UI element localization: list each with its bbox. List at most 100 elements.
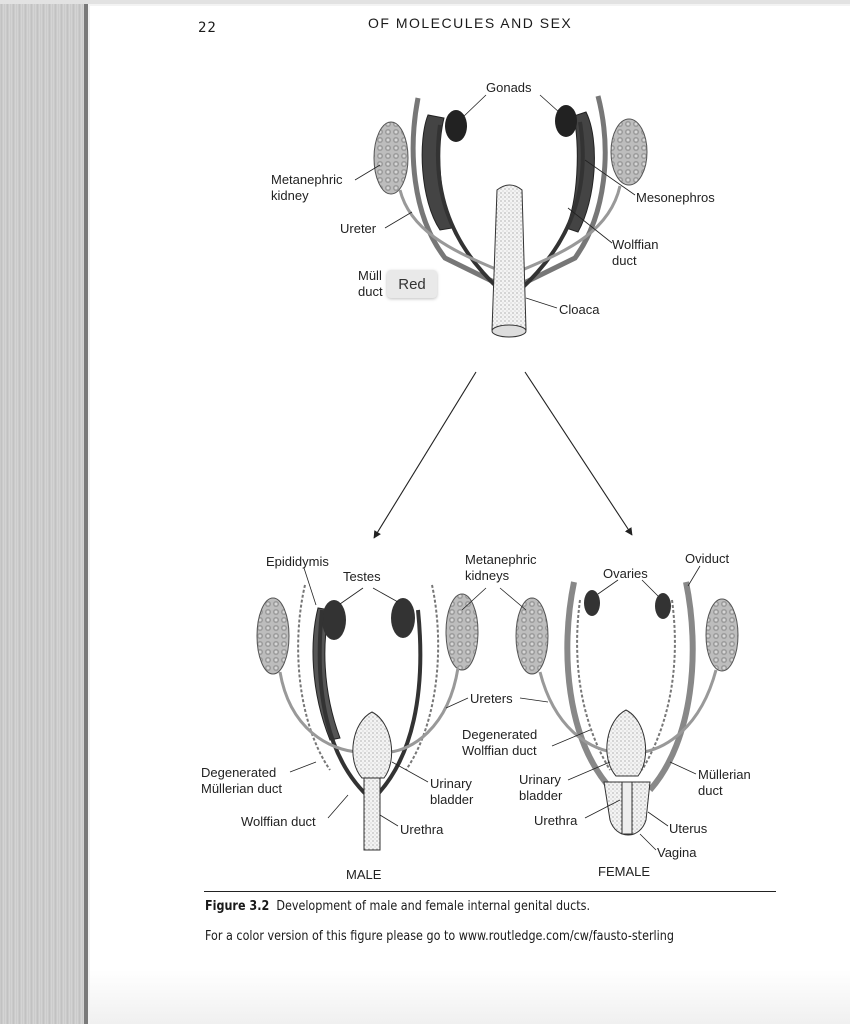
- top-left-ureter: [398, 189, 499, 272]
- female-left-kidney: [515, 597, 549, 675]
- label-degenerated-mullerian: Degenerated Müllerian duct: [201, 765, 282, 796]
- female-left-ovary: [584, 590, 600, 616]
- leader-ovaries-l: [597, 579, 619, 595]
- leader-urinary-m: [391, 761, 429, 783]
- leader-ureter: [384, 211, 413, 229]
- page-surface: [90, 6, 850, 1024]
- arrow-to-male: [373, 371, 477, 539]
- female-right-ovary: [655, 593, 671, 619]
- page-bottom-shade: [90, 970, 850, 1024]
- label-urinary-bladder-male: Urinary bladder: [430, 776, 474, 807]
- male-left-ureter: [278, 671, 359, 754]
- leader-gonads-l: [461, 94, 487, 119]
- label-mullerian-duct-female: Müllerian duct: [698, 767, 751, 798]
- male-left-kidney: [256, 597, 290, 675]
- female-diagram: [445, 565, 739, 851]
- cloaca-opening: [491, 324, 527, 338]
- leader-mesonephros: [584, 159, 636, 196]
- male-urethra: [363, 777, 381, 851]
- leader-wolffian-duct: [327, 794, 349, 819]
- label-gonads: Gonads: [486, 80, 532, 95]
- female-left-mullerian: [564, 581, 615, 793]
- top-left-gonad: [445, 110, 467, 142]
- top-right-ureter: [521, 185, 622, 272]
- male-right-testis: [391, 598, 415, 638]
- label-female: FEMALE: [598, 864, 651, 879]
- label-male: MALE: [346, 867, 382, 882]
- male-degenerated-mullerian-r: [405, 584, 440, 771]
- label-degenerated-wolffian: Degenerated Wolffian duct: [462, 727, 538, 758]
- leader-gonads-r: [539, 94, 561, 114]
- label-metanephric-kidney: Metanephric kidney: [271, 172, 343, 203]
- male-degenerated-mullerian-l: [297, 584, 331, 771]
- label-mesonephros: Mesonephros: [636, 190, 715, 205]
- male-bladder: [352, 711, 393, 779]
- leader-urethra-f: [584, 799, 621, 819]
- label-metanephric-kidneys: Metanephric kidneys: [465, 552, 537, 583]
- male-left-wolffian: [317, 609, 374, 802]
- top-right-gonad: [555, 105, 577, 137]
- female-bladder: [606, 709, 647, 777]
- male-diagram: [256, 567, 479, 851]
- label-urinary-bladder-female: Urinary bladder: [519, 772, 563, 803]
- leader-uterus: [647, 811, 669, 827]
- top-right-mullerian: [518, 95, 608, 288]
- female-degenerated-wolffian-l: [576, 599, 611, 771]
- tooltip-popup: Red: [387, 270, 437, 298]
- leader-kidneys-l: [461, 587, 487, 611]
- arrow-to-female: [524, 371, 633, 536]
- figure-color-note: For a color version of this figure pleas…: [205, 929, 674, 944]
- leader-oviduct: [687, 565, 701, 587]
- female-right-kidney: [705, 598, 739, 672]
- leader-ureters-r: [519, 697, 549, 703]
- indifferent-stage-diagram: [354, 94, 648, 338]
- female-left-ureter: [538, 671, 613, 754]
- label-wolffian-duct-male: Wolffian duct: [241, 814, 316, 829]
- cloaca: [491, 184, 527, 336]
- leader-deg-mullerian: [289, 761, 317, 773]
- leader-testes-l: [339, 587, 364, 605]
- leader-epididymis: [303, 567, 317, 606]
- top-left-mullerian: [410, 97, 502, 288]
- page-number: 22: [198, 20, 217, 36]
- label-ureter: Ureter: [340, 221, 377, 236]
- female-right-mullerian: [647, 581, 696, 792]
- leader-ovaries-r: [641, 579, 659, 597]
- female-urethra: [621, 781, 633, 835]
- leader-ureters-l: [445, 697, 469, 709]
- top-right-wolffian: [518, 121, 585, 292]
- figure-title: Development of male and female internal …: [276, 899, 591, 914]
- label-ovaries: Ovaries: [603, 566, 648, 581]
- male-right-kidney: [445, 593, 479, 671]
- leader-testes-r: [372, 587, 399, 603]
- label-wolffian-duct-top: Wolffian duct: [612, 237, 659, 268]
- label-testes: Testes: [343, 569, 381, 584]
- figure-number: Figure 3.2: [205, 899, 270, 914]
- label-epididymis: Epididymis: [266, 554, 329, 569]
- male-left-testis: [322, 600, 346, 640]
- label-oviduct: Oviduct: [685, 551, 730, 566]
- leader-urinary-f: [567, 761, 611, 781]
- leader-vagina: [639, 833, 657, 851]
- leader-urethra-m: [379, 814, 399, 827]
- female-right-ureter: [643, 669, 718, 754]
- running-head: OF MOLECULES AND SEX: [368, 15, 573, 31]
- leader-kidneys-r: [499, 587, 527, 611]
- label-uterus: Uterus: [669, 821, 708, 836]
- label-vagina: Vagina: [657, 845, 697, 860]
- label-ureters: Ureters: [470, 691, 513, 706]
- leader-mullerian-f: [669, 761, 697, 775]
- top-left-wolffian: [435, 124, 502, 292]
- figure-caption: Figure 3.2 Development of male and femal…: [205, 899, 590, 914]
- top-right-kidney: [610, 118, 648, 186]
- book-binding-shadow: [0, 0, 88, 1024]
- leader-cloaca: [525, 297, 558, 309]
- viewer-top-strip: [0, 0, 850, 4]
- male-right-ureter: [389, 667, 460, 754]
- leader-metanephric: [354, 164, 381, 181]
- female-degenerated-wolffian-r: [641, 599, 676, 771]
- label-urethra-female: Urethra: [534, 813, 578, 828]
- leader-deg-wolffian: [551, 729, 591, 747]
- label-mullerian-duct-top: Müll duct: [358, 268, 383, 299]
